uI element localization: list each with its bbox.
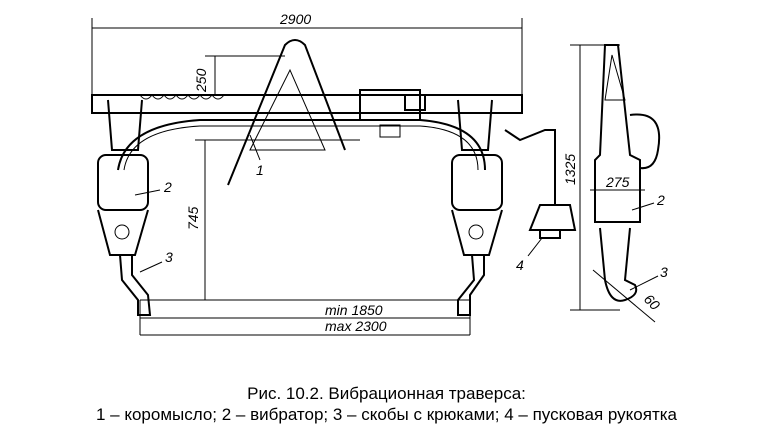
side-view: 1325 275 2 3 60 bbox=[562, 44, 668, 323]
dimension-2900: 2900 bbox=[91, 11, 523, 110]
callout-2: 2 bbox=[163, 179, 172, 195]
callout-4: 4 bbox=[516, 257, 524, 273]
dim-span-max: max 2300 bbox=[325, 318, 387, 334]
dim-side-width: 275 bbox=[605, 174, 630, 190]
dimension-span: min 1850 max 2300 bbox=[139, 299, 471, 336]
callout-side-3: 3 bbox=[660, 264, 668, 280]
dim-side-height: 1325 bbox=[562, 154, 578, 185]
right-vibrator bbox=[451, 99, 503, 316]
dim-top-height: 250 bbox=[193, 68, 209, 93]
callout-side-2: 2 bbox=[656, 192, 665, 208]
left-vibrator bbox=[97, 99, 152, 316]
dim-hang-height: 745 bbox=[185, 206, 201, 230]
figure-title: Рис. 10.2. Вибрационная траверса: bbox=[247, 384, 526, 403]
dim-total-width: 2900 bbox=[279, 11, 311, 27]
dim-hook-size: 60 bbox=[641, 291, 663, 313]
figure-legend: 1 – коромысло; 2 – вибратор; 3 – скобы с… bbox=[95, 405, 678, 424]
dimension-250: 250 bbox=[193, 55, 285, 95]
start-handle bbox=[504, 129, 577, 239]
beam bbox=[91, 39, 523, 186]
callout-1: 1 bbox=[256, 162, 264, 178]
dimension-745: 745 bbox=[185, 139, 360, 300]
dim-span-min: min 1850 bbox=[325, 302, 383, 318]
callout-3: 3 bbox=[165, 249, 173, 265]
